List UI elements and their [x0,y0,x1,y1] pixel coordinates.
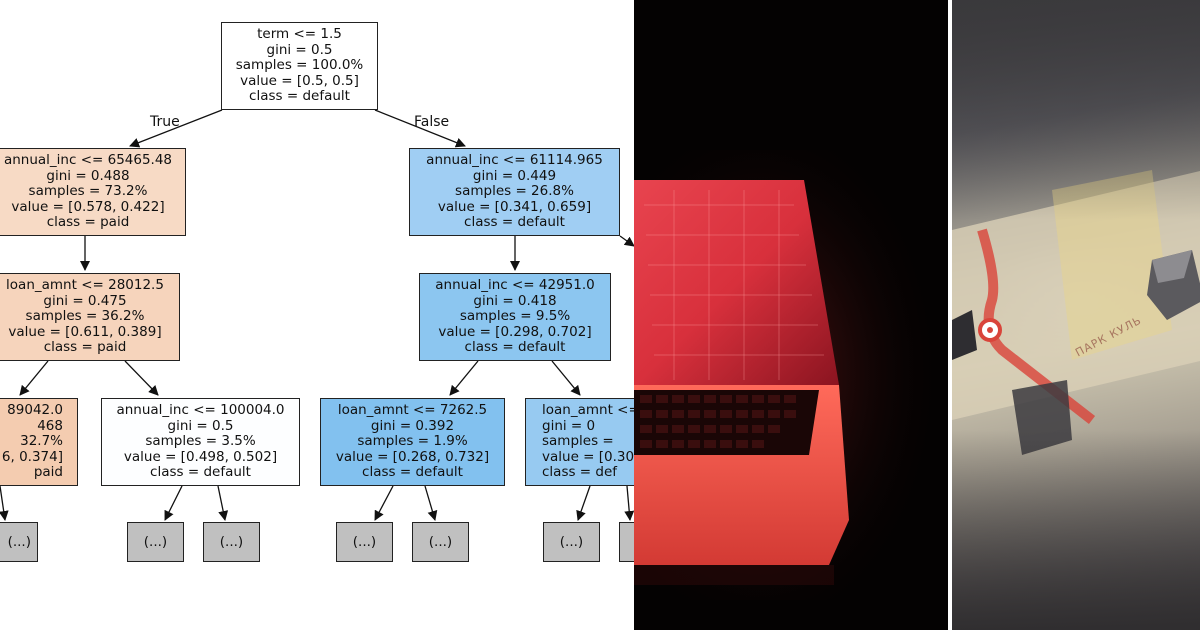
tree-edges [0,109,634,521]
edge-rl-rlr [551,360,581,396]
edge-ll-lll [19,360,49,396]
tree-leaf-2: (...) [127,522,184,562]
laptop-photo [634,0,948,630]
node-text-line: gini = 0.392 [370,417,455,434]
tree-leaf-5: (...) [412,522,469,562]
edge-label-false: False [414,114,450,130]
node-text-line: gini = 0.418 [473,292,557,309]
node-text-line: loan_amnt <= [542,402,634,419]
edge-rll-leaf1 [374,485,394,521]
laptop-illustration [634,0,948,630]
node-text-line: samples = 36.2% [25,308,145,325]
edge-lll-leaf [0,485,9,521]
edge-ll-llr [124,360,159,396]
node-text-line: class = default [150,464,251,481]
node-text-line: class = def [542,464,618,481]
node-text-line: annual_inc <= 65465.48 [3,152,173,169]
node-text-line: class = default [249,88,350,105]
node-text-line: paid [33,464,63,481]
node-text-line: 6, 0.374] [1,448,63,465]
tree-leaf-6: (...) [543,522,600,562]
node-text-line: value = [0.298, 0.702] [438,323,592,340]
board-game-illustration [952,0,1200,630]
node-text-line: samples = 26.8% [455,183,574,200]
node-text-line: class = default [464,214,565,231]
node-text-line: samples = 73.2% [28,183,148,200]
node-text-line: samples = [542,433,614,450]
node-text-line: value = [0.498, 0.502] [123,448,278,465]
edge-rll-leaf2 [424,485,438,521]
node-text-line: 468 [37,417,63,434]
node-text-line: class = paid [43,339,127,356]
tree-leaf-7: (...) [619,522,634,562]
node-text-line: annual_inc <= 100004.0 [116,402,285,419]
edge-rl-rll [449,360,479,396]
edge-rlr-leaf1 [576,485,591,521]
node-text-line: class = default [362,464,463,481]
edge-root-left [129,109,223,148]
node-text-line: samples = 9.5% [459,308,571,325]
tree-leaf-3: (...) [203,522,260,562]
node-text-line: value = [0.341, 0.659] [437,198,592,215]
laptop-screen [634,180,839,385]
node-text-line: value = [0.578, 0.422] [11,198,165,215]
node-text-line: gini = 0.475 [43,292,127,309]
node-text-line: term <= 1.5 [257,26,342,43]
edge-label-true: True [150,114,180,130]
node-text-line: annual_inc <= 61114.965 [426,152,603,169]
node-text-line: gini = 0 [542,417,596,434]
node-text-line: gini = 0.449 [472,167,557,184]
edge-llr-leaf2 [217,485,229,521]
tree-leaf-4: (...) [336,522,393,562]
node-text-line: 89042.0 [7,402,63,419]
node-text-line: samples = 3.5% [145,433,256,450]
board-game-photo: ПАРК КУЛЬ [948,0,1200,630]
node-text-line: loan_amnt <= 28012.5 [6,277,164,294]
node-text-line: gini = 0.5 [266,41,333,58]
edge-llr-leaf1 [164,485,183,521]
edge-root-right [374,109,466,148]
node-text-line: class = paid [46,214,130,231]
node-text-line: loan_amnt <= 7262.5 [337,402,488,419]
node-text-line: value = [0.268, 0.732] [335,448,490,465]
node-text-line: gini = 0.5 [167,417,234,434]
node-text-line: class = default [464,339,566,356]
edge-rlr-leaf2 [624,485,634,521]
node-text-line: samples = 100.0% [235,57,364,74]
node-text-line: samples = 1.9% [357,433,468,450]
node-text-line: annual_inc <= 42951.0 [435,277,595,294]
node-text-line: gini = 0.488 [46,167,130,184]
node-text-line: value = [0.611, 0.389] [8,323,162,340]
tree-leaf-1: (...) [0,522,38,562]
node-text-line: value = [0.30 [542,448,634,465]
node-text-line: 32.7% [20,433,63,450]
edge-r-offscreen [619,235,634,247]
node-text-line: value = [0.5, 0.5] [240,72,359,89]
